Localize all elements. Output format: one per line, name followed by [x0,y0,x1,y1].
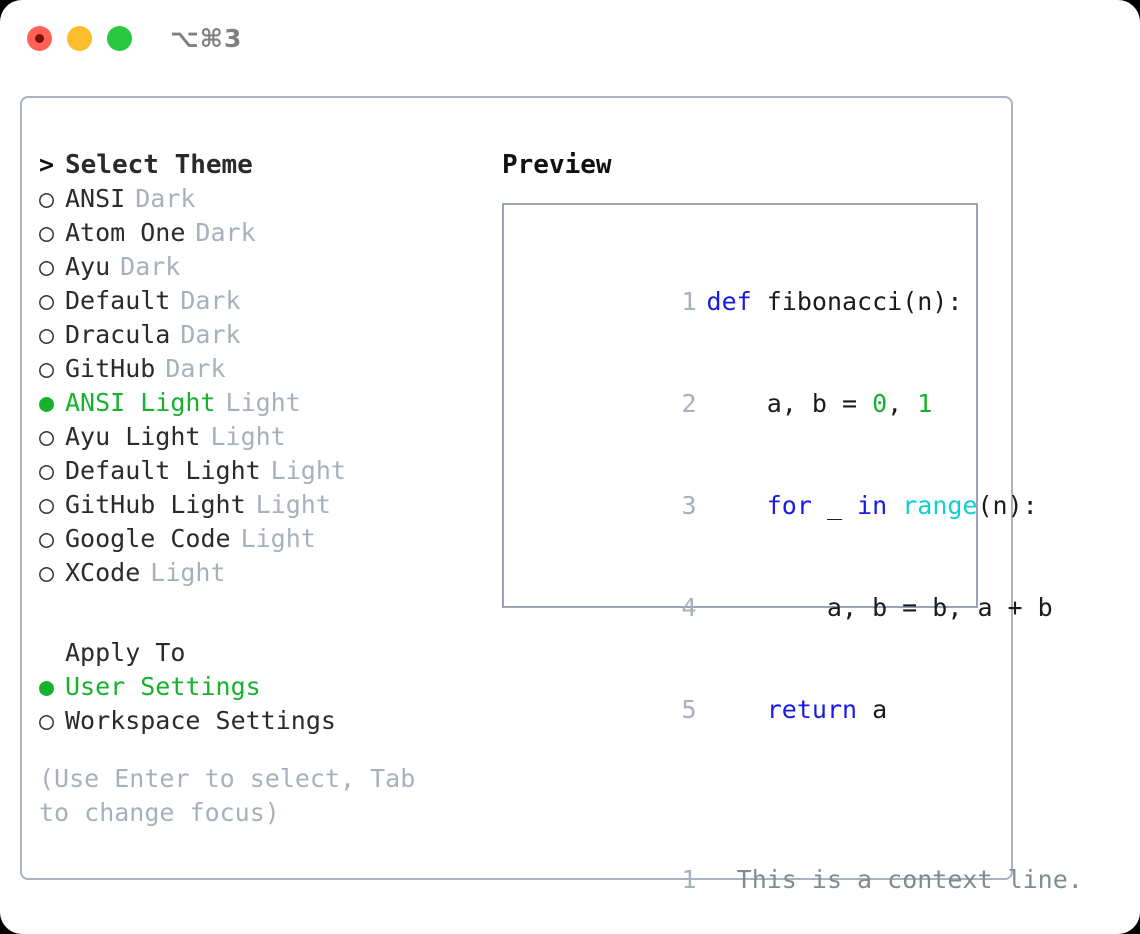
radio-off-icon: ○ [39,252,55,281]
code-line: 3 for _ in range(n): [522,455,1037,557]
section-spacer [39,590,484,636]
code-line: 5 return a [522,659,976,761]
code-blank-line [522,761,976,795]
radio-on-icon: ● [39,672,55,701]
code-token: a, b = b, a + b [706,593,1053,622]
code-token: _ [811,491,858,520]
code-token: range [902,491,978,520]
apply-to-header: Apply To [65,638,186,667]
code-token: a, b = [706,389,873,418]
line-number: 3 [681,491,697,520]
theme-list-header: >Select Theme [39,150,253,180]
radio-off-icon: ○ [39,286,55,315]
radio-off-icon: ○ [39,422,55,451]
code-line: 1 def fibonacci(n): [522,251,976,353]
code-blank-line [522,795,976,829]
radio-off-icon: ○ [39,456,55,485]
preview-box: 1 def fibonacci(n): 2 a, b = 0, 1 3 for _… [502,203,1083,894]
code-token: (n): [977,491,1038,520]
diff-text: This is a context line. [736,865,1083,894]
radio-off-icon: ○ [39,558,55,587]
apply-to-item-workspace-settings[interactable]: ○Workspace Settings [39,704,484,738]
close-button[interactable] [27,26,52,51]
preview-title: Preview [502,150,612,180]
minimize-button[interactable] [67,26,92,51]
code-token: def [706,287,767,316]
title-bar: ⌥⌘3 [0,0,1140,78]
line-number: 1 [681,865,697,894]
code-token: 1 [917,389,933,418]
line-number: 1 [681,287,697,316]
close-icon [35,34,44,43]
line-number: 4 [681,593,697,622]
radio-off-icon: ○ [39,218,55,247]
radio-off-icon: ○ [39,490,55,519]
apply-to-item-user-settings[interactable]: ●User Settings [39,670,484,704]
cursor-icon: > [39,150,55,179]
line-number: 5 [681,695,697,724]
code-token: a [857,695,888,724]
radio-off-icon: ○ [39,524,55,553]
radio-off-icon: ○ [39,354,55,383]
code-token [887,491,902,520]
radio-off-icon: ○ [39,706,55,735]
code-token: 0 [872,389,888,418]
code-token [707,491,767,520]
code-token: return [766,695,858,724]
code-token: in [857,491,888,520]
diff-sign [707,865,722,894]
radio-off-icon: ○ [39,184,55,213]
window-title: ⌥⌘3 [170,24,243,53]
code-token [707,695,767,724]
code-token: , [887,389,918,418]
code-line: 2 a, b = 0, 1 [522,353,976,455]
radio-off-icon: ○ [39,320,55,349]
code-token: fibonacci(n): [766,287,963,316]
code-token: for [766,491,812,520]
line-number: 2 [681,389,697,418]
keyboard-hint-text: (Use Enter to select, Tab to change focu… [39,764,416,827]
diff-line-context: 1 This is a context line. [522,829,1082,931]
preview-column: Preview 1 def fibonacci(n): 2 a, b = 0, 1… [502,148,1083,894]
maximize-button[interactable] [107,26,132,51]
radio-on-icon: ● [39,388,55,417]
code-line: 4 a, b = b, a + b [522,557,1052,659]
